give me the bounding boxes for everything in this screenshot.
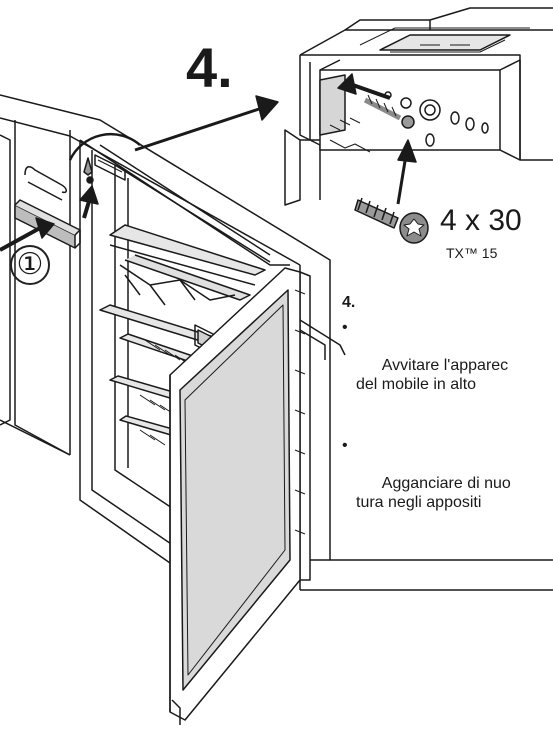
torx-head-icon	[403, 218, 425, 237]
instructions-list: • Avvitare l'apparec del mobile in alto …	[342, 318, 553, 531]
hinge-detail	[284, 7, 553, 206]
list-item: • Avvitare l'apparec del mobile in alto	[342, 318, 553, 413]
bullet-icon: •	[342, 437, 348, 454]
instructions: 4. • Avvitare l'apparec del mobile in al…	[342, 293, 553, 554]
screw-icon	[354, 197, 429, 244]
screw-type-label: TX™ 15	[446, 245, 498, 261]
screw-size-label: 4 x 30	[440, 204, 522, 237]
instructions-title: 4.	[342, 294, 356, 311]
arrow-icon	[134, 95, 279, 152]
step-title: 4.	[186, 36, 233, 99]
instruction-text: Avvitare l'apparec del mobile in alto	[356, 357, 509, 393]
fridge-door	[169, 267, 311, 725]
arrow-icon	[396, 139, 417, 205]
callout-number: ①	[10, 245, 50, 285]
arrow-icon	[79, 185, 99, 219]
arrow-icon	[337, 73, 391, 100]
arrow-icon	[0, 217, 55, 252]
instruction-text: Agganciare di nuo tura negli appositi	[356, 475, 511, 511]
screw-icon	[363, 94, 415, 129]
kitchen-cabinet	[0, 94, 553, 591]
bullet-icon: •	[342, 319, 348, 336]
list-item: • Agganciare di nuo tura negli appositi	[342, 436, 553, 531]
magnify-circle-icon	[68, 132, 141, 184]
